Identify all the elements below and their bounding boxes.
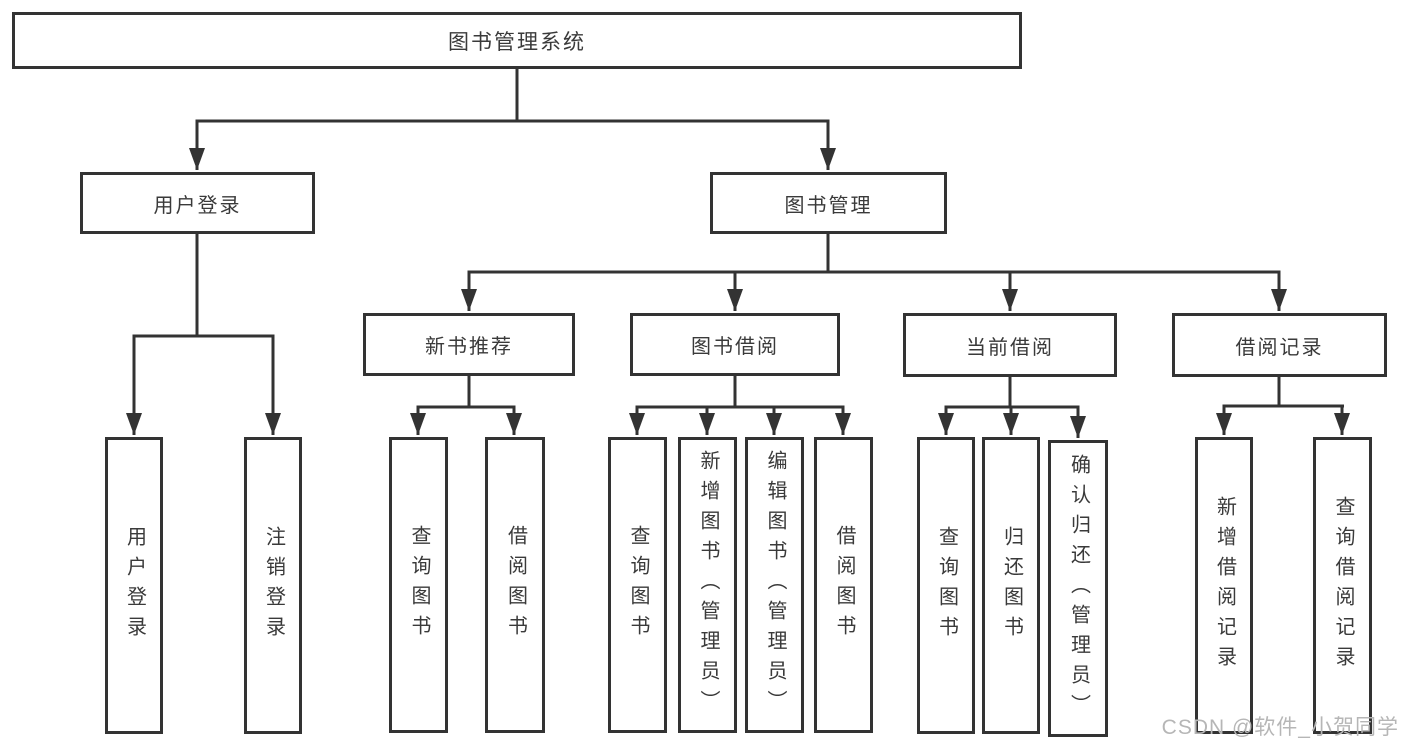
leaf-query-book-borrow: 查询图书	[608, 437, 667, 733]
leaf-label: 查询借阅记录	[1332, 495, 1354, 676]
leaf-query-book-recommend: 查询图书	[389, 437, 448, 733]
leaf-label: 新增图书（管理员）	[697, 450, 719, 720]
leaf-query-book-current: 查询图书	[917, 437, 975, 734]
leaf-borrow-book: 借阅图书	[814, 437, 873, 733]
leaf-label: 确认归还（管理员）	[1067, 453, 1090, 724]
leaf-query-borrow-record: 查询借阅记录	[1313, 437, 1372, 734]
node-borrow-records: 借阅记录	[1172, 313, 1387, 377]
leaf-label: 用户登录	[123, 525, 146, 646]
leaf-edit-book-admin: 编辑图书（管理员）	[745, 437, 804, 733]
leaf-label: 借阅图书	[833, 525, 855, 645]
leaf-user-login: 用户登录	[105, 437, 163, 734]
leaf-confirm-return-admin: 确认归还（管理员）	[1048, 440, 1108, 737]
leaf-label: 注销登录	[262, 525, 285, 646]
node-user-login: 用户登录	[80, 172, 315, 234]
leaf-label: 编辑图书（管理员）	[764, 450, 786, 720]
leaf-return-book: 归还图书	[982, 437, 1040, 734]
leaf-label: 查询图书	[408, 525, 430, 645]
node-new-book-recommend: 新书推荐	[363, 313, 575, 376]
node-book-borrow: 图书借阅	[630, 313, 840, 376]
leaf-add-borrow-record: 新增借阅记录	[1195, 437, 1253, 734]
node-book-management: 图书管理	[710, 172, 947, 234]
leaf-add-book-admin: 新增图书（管理员）	[678, 437, 737, 733]
leaf-label: 新增借阅记录	[1213, 495, 1236, 676]
leaf-label: 借阅图书	[504, 525, 527, 645]
leaf-label: 查询图书	[627, 525, 649, 645]
node-root: 图书管理系统	[12, 12, 1022, 69]
node-current-borrow: 当前借阅	[903, 313, 1117, 377]
leaf-logout: 注销登录	[244, 437, 302, 734]
leaf-label: 归还图书	[1000, 525, 1023, 646]
leaf-borrow-book-recommend: 借阅图书	[485, 437, 545, 733]
csdn-watermark: CSDN @软件_小贺同学	[1161, 716, 1399, 739]
leaf-label: 查询图书	[935, 525, 958, 646]
